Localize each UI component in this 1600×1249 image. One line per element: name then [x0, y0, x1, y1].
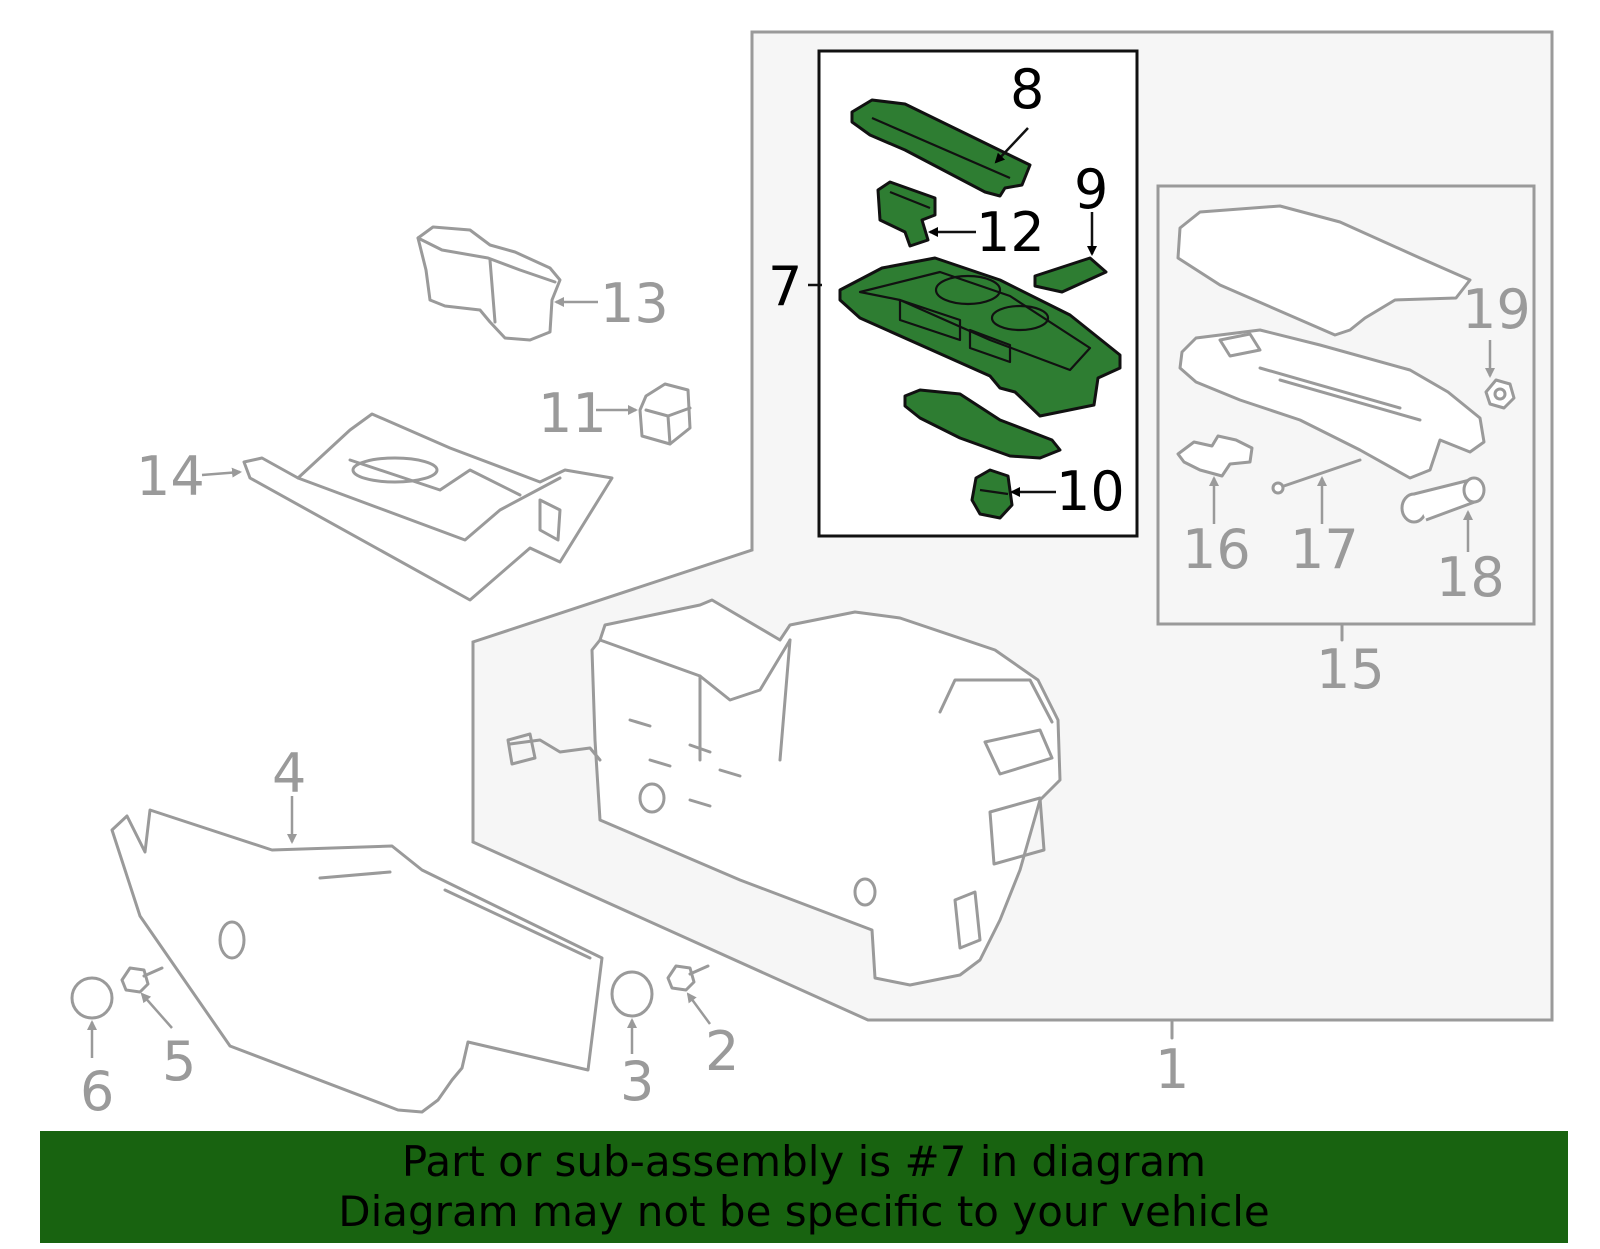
part-7-mat	[903, 388, 1062, 460]
part-1-console	[506, 598, 1062, 987]
part-12-switch	[876, 180, 937, 248]
callout-10: 10	[1056, 460, 1125, 523]
callout-9: 9	[1074, 158, 1108, 221]
part-15-armrest	[1176, 204, 1486, 480]
part-18-damper	[1400, 476, 1486, 524]
callout-8: 8	[1010, 58, 1044, 121]
callout-13: 13	[600, 272, 669, 335]
part-13-cupholder	[416, 225, 562, 342]
part-16-bracket	[1176, 434, 1254, 478]
leader-lines	[87, 127, 1495, 1058]
banner-line-1: Part or sub-assembly is #7 in diagram	[401, 1137, 1207, 1186]
callout-12: 12	[976, 201, 1045, 264]
part-7-console-tray	[838, 256, 1122, 418]
part-11-switch	[638, 382, 692, 446]
part-6-plug	[70, 976, 114, 1020]
callout-1: 1	[1155, 1038, 1189, 1101]
callout-3: 3	[620, 1050, 654, 1113]
callout-2: 2	[705, 1020, 739, 1083]
banner-line-2: Diagram may not be specific to your vehi…	[338, 1187, 1270, 1236]
part-9-strip	[1033, 256, 1108, 294]
callout-19: 19	[1462, 278, 1531, 341]
callout-6: 6	[80, 1060, 114, 1123]
callout-7: 7	[768, 255, 802, 318]
callout-4: 4	[272, 742, 306, 805]
part-19-nut	[1484, 378, 1516, 410]
info-banner: Part or sub-assembly is #7 in diagram Di…	[40, 1131, 1568, 1243]
callout-11: 11	[538, 382, 607, 445]
callout-17: 17	[1290, 518, 1359, 581]
part-14-bezel	[242, 412, 614, 602]
callout-15: 15	[1316, 638, 1385, 701]
part-4-side-panel	[110, 808, 604, 1114]
part-17-pin	[1271, 458, 1362, 495]
callout-16: 16	[1182, 518, 1251, 581]
callout-14: 14	[136, 445, 205, 508]
part-8-trim	[850, 98, 1032, 198]
part-5-bolt	[120, 966, 164, 994]
part-10-button	[970, 468, 1014, 520]
callout-18: 18	[1436, 546, 1505, 609]
callout-5: 5	[162, 1030, 196, 1093]
part-3-plug	[610, 970, 654, 1018]
part-2-bolt	[666, 964, 710, 992]
